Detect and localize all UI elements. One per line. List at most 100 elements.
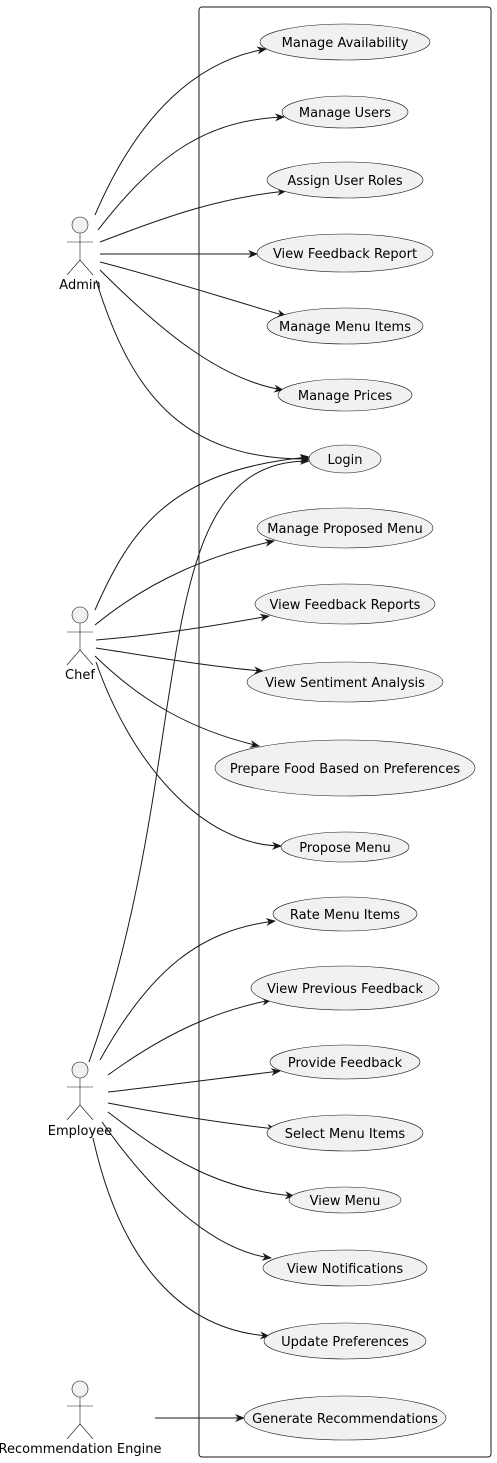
association-employee-update_preferences	[92, 1137, 270, 1340]
use-case-ellipse	[254, 583, 436, 625]
actor-chef: Chef	[65, 606, 95, 683]
actor-stick-figure	[66, 1397, 94, 1440]
use-case-label: Rate Menu Items	[290, 908, 400, 923]
association-admin-login	[95, 279, 310, 464]
association-employee-provide_feedback	[107, 1068, 281, 1093]
use-case-label: View Feedback Report	[273, 247, 417, 262]
association-employee-rate_menu_items	[99, 918, 276, 1061]
association-chef-manage_proposed_menu	[94, 539, 275, 626]
use-case-label: View Previous Feedback	[267, 982, 423, 997]
actor-head	[71, 1380, 89, 1398]
use-case-label: View Feedback Reports	[270, 598, 421, 613]
association-employee-view_menu	[107, 1111, 295, 1200]
association-admin-manage_availability	[94, 46, 267, 216]
use-case-ellipse	[256, 233, 434, 273]
use-case-ellipse	[214, 739, 476, 797]
use-case-label: Manage Prices	[298, 389, 392, 404]
use-case-ellipse	[243, 1395, 447, 1441]
actor-stick-figure	[66, 233, 94, 276]
use-case-label: Provide Feedback	[288, 1056, 403, 1071]
use-case-view-prev-feedback: View Previous Feedback	[250, 965, 440, 1011]
association-admin-assign_roles	[99, 187, 287, 243]
use-case-ellipse	[266, 161, 424, 199]
association-employee-view_prev_feedback	[107, 997, 272, 1076]
use-case-ellipse	[262, 1249, 428, 1287]
use-case-manage-menu-items: Manage Menu Items	[266, 307, 424, 345]
use-case-ellipse	[272, 896, 418, 932]
actor-head	[71, 1061, 89, 1079]
use-case-ellipse	[263, 1322, 427, 1360]
use-case-label: View Menu	[310, 1194, 381, 1209]
actor-label: Employee	[48, 1124, 112, 1139]
association-employee-select_menu_items	[107, 1102, 277, 1133]
association-employee-view_notifications	[101, 1121, 272, 1261]
use-case-provide-feedback: Provide Feedback	[269, 1044, 421, 1080]
association-chef-view_sentiment	[95, 647, 264, 675]
association-admin-manage_prices	[99, 269, 284, 393]
use-case-manage-prices: Manage Prices	[277, 378, 413, 412]
association-chef-prepare_food	[94, 655, 260, 748]
use-case-view-feedback-reports: View Feedback Reports	[254, 583, 436, 625]
use-case-view-sentiment: View Sentiment Analysis	[246, 661, 444, 703]
use-case-label: Update Preferences	[281, 1335, 409, 1350]
use-case-ellipse	[259, 23, 431, 61]
use-case-ellipse	[256, 507, 434, 549]
use-case-label: Manage Users	[299, 106, 391, 121]
use-case-assign-roles: Assign User Roles	[266, 161, 424, 199]
use-case-manage-users: Manage Users	[281, 95, 409, 129]
use-case-ellipse	[250, 965, 440, 1011]
system-boundary	[198, 6, 492, 1458]
use-case-ellipse	[266, 307, 424, 345]
actor-stick-figure	[66, 1078, 94, 1121]
use-case-ellipse	[246, 661, 444, 703]
use-case-login: Login	[308, 444, 382, 474]
use-case-label: Propose Menu	[299, 841, 390, 856]
use-case-label: View Notifications	[287, 1262, 404, 1277]
use-case-ellipse	[288, 1186, 402, 1214]
use-case-select-menu-items: Select Menu Items	[266, 1114, 424, 1152]
use-case-prepare-food: Prepare Food Based on Preferences	[214, 739, 476, 797]
use-case-manage-availability: Manage Availability	[259, 23, 431, 61]
association-admin-manage_users	[97, 113, 285, 231]
use-case-generate-recommendations: Generate Recommendations	[243, 1395, 447, 1441]
use-case-label: Manage Availability	[282, 36, 409, 51]
use-case-ellipse	[280, 831, 410, 863]
use-case-label: Manage Menu Items	[279, 320, 411, 335]
association-chef-propose_menu	[95, 661, 282, 850]
use-case-ellipse	[281, 95, 409, 129]
use-case-view-menu: View Menu	[288, 1186, 402, 1214]
actor-label: Recommendation Engine	[0, 1442, 161, 1457]
use-case-label: Manage Proposed Menu	[267, 522, 422, 537]
actor-employee: Employee	[48, 1061, 112, 1139]
use-case-label: View Sentiment Analysis	[265, 676, 425, 691]
use-case-label: Prepare Food Based on Preferences	[230, 762, 460, 777]
use-case-label: Assign User Roles	[287, 174, 402, 189]
use-case-label: Login	[327, 453, 362, 468]
actor-stick-figure	[66, 623, 94, 666]
association-chef-view_feedback_reports	[95, 613, 270, 641]
actor-label: Admin	[59, 278, 100, 293]
associations	[88, 46, 310, 1422]
use-case-propose-menu: Propose Menu	[280, 831, 410, 863]
actor-head	[71, 216, 89, 234]
use-case-rate-menu-items: Rate Menu Items	[272, 896, 418, 932]
use-case-manage-proposed-menu: Manage Proposed Menu	[256, 507, 434, 549]
use-case-view-notifications: View Notifications	[262, 1249, 428, 1287]
actor-reco: Recommendation Engine	[0, 1380, 161, 1457]
use-case-ellipse	[266, 1114, 424, 1152]
use-case-ellipse	[308, 444, 382, 474]
use-case-label: Generate Recommendations	[252, 1412, 438, 1427]
use-case-view-feedback-report: View Feedback Report	[256, 233, 434, 273]
use-case-ellipse	[269, 1044, 421, 1080]
actor-admin: Admin	[59, 216, 101, 293]
association-chef-login	[94, 453, 310, 611]
actor-head	[71, 606, 89, 624]
actor-label: Chef	[65, 668, 95, 683]
use-case-ellipse	[277, 378, 413, 412]
association-employee-login	[88, 456, 310, 1063]
use-case-label: Select Menu Items	[285, 1127, 406, 1142]
use-case-update-preferences: Update Preferences	[263, 1322, 427, 1360]
